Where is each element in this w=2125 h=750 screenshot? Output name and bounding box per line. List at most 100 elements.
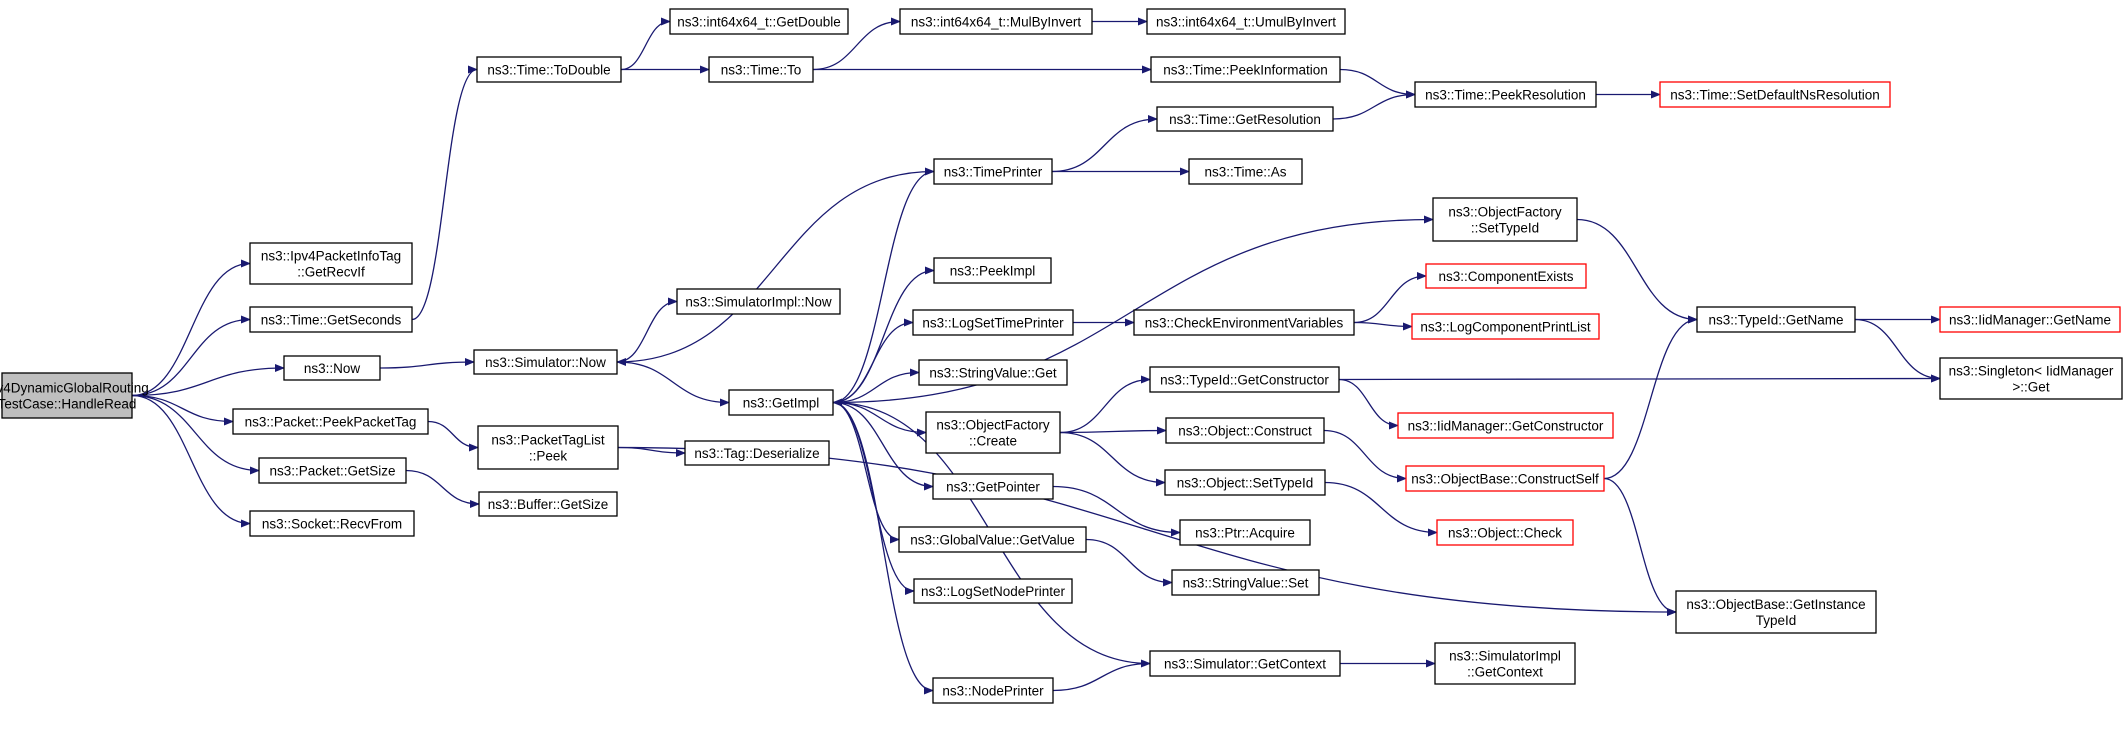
node-tidgetconstructor[interactable]: ns3::TypeId::GetConstructor [1149, 366, 1340, 393]
node-objcheck[interactable]: ns3::Object::Check [1436, 519, 1574, 546]
node-box[interactable] [477, 425, 619, 470]
node-box[interactable] [1149, 650, 1341, 677]
node-getrecvif[interactable]: ns3::Ipv4PacketInfoTag::GetRecvIf [249, 242, 413, 285]
node-box[interactable] [232, 408, 429, 435]
node-box[interactable] [1165, 417, 1325, 444]
node-simimplgetcontext[interactable]: ns3::SimulatorImpl::GetContext [1434, 642, 1576, 685]
node-buffergetsize[interactable]: ns3::Buffer::GetSize [478, 491, 618, 517]
node-box[interactable] [1675, 590, 1877, 634]
node-ofsettypeid[interactable]: ns3::ObjectFactory::SetTypeId [1432, 197, 1578, 242]
node-box[interactable] [899, 8, 1093, 35]
node-box[interactable] [898, 526, 1087, 553]
node-box[interactable] [1146, 8, 1346, 35]
node-box[interactable] [1659, 81, 1891, 108]
node-intgetdouble[interactable]: ns3::int64x64_t::GetDouble [669, 8, 849, 35]
node-logsettimeprinter[interactable]: ns3::LogSetTimePrinter [912, 309, 1074, 336]
node-componentexists[interactable]: ns3::ComponentExists [1425, 263, 1587, 289]
node-box[interactable] [933, 158, 1053, 185]
node-box[interactable] [1432, 197, 1578, 242]
node-ofcreate[interactable]: ns3::ObjectFactory::Create [925, 411, 1061, 454]
node-setdefaultnsres[interactable]: ns3::Time::SetDefaultNsResolution [1659, 81, 1891, 108]
node-box[interactable] [1, 372, 133, 419]
node-getsize[interactable]: ns3::Packet::GetSize [258, 457, 407, 484]
node-box[interactable] [1696, 306, 1856, 333]
node-now[interactable]: ns3::Now [283, 355, 381, 381]
node-box[interactable] [1397, 412, 1614, 439]
node-box[interactable] [1149, 366, 1340, 393]
node-checkenv[interactable]: ns3::CheckEnvironmentVariables [1133, 309, 1355, 336]
node-iidgetname[interactable]: ns3::IidManager::GetName [1939, 306, 2121, 333]
node-box[interactable] [1434, 642, 1576, 685]
node-box[interactable] [932, 677, 1054, 704]
node-simgetcontext[interactable]: ns3::Simulator::GetContext [1149, 650, 1341, 677]
node-peekimpl[interactable]: ns3::PeekImpl [933, 257, 1052, 284]
node-box[interactable] [1939, 306, 2121, 333]
node-box[interactable] [1156, 106, 1334, 132]
node-getseconds[interactable]: ns3::Time::GetSeconds [249, 306, 413, 333]
node-objsettypeid[interactable]: ns3::Object::SetTypeId [1164, 469, 1326, 496]
node-tidgetname[interactable]: ns3::TypeId::GetName [1696, 306, 1856, 333]
node-box[interactable] [1171, 569, 1320, 596]
node-timeto[interactable]: ns3::Time::To [708, 56, 814, 83]
node-box[interactable] [1179, 519, 1311, 546]
node-singletonget[interactable]: ns3::Singleton< IidManager>::Get [1939, 357, 2123, 400]
node-simimplnow[interactable]: ns3::SimulatorImpl::Now [676, 288, 841, 315]
node-logcompprintlist[interactable]: ns3::LogComponentPrintList [1411, 313, 1600, 340]
node-box[interactable] [1939, 357, 2123, 400]
node-box[interactable] [1133, 309, 1355, 336]
node-box[interactable] [1414, 81, 1597, 108]
node-getpointer[interactable]: ns3::GetPointer [932, 473, 1054, 500]
node-box[interactable] [918, 359, 1068, 386]
node-box[interactable] [476, 56, 622, 83]
node-peekinformation[interactable]: ns3::Time::PeekInformation [1150, 56, 1341, 83]
node-box[interactable] [1425, 263, 1587, 289]
node-root[interactable]: Ipv4DynamicGlobalRoutingTestCase::Handle… [0, 372, 149, 419]
node-simnow[interactable]: ns3::Simulator::Now [473, 349, 618, 375]
node-box[interactable] [1150, 56, 1341, 83]
node-logsetnodeprinter[interactable]: ns3::LogSetNodePrinter [913, 578, 1073, 604]
node-box[interactable] [1405, 465, 1605, 492]
node-box[interactable] [684, 440, 830, 466]
node-box[interactable] [478, 491, 618, 517]
node-box[interactable] [249, 242, 413, 285]
node-box[interactable] [669, 8, 849, 35]
node-stringvalueget[interactable]: ns3::StringValue::Get [918, 359, 1068, 386]
node-iidgetconstructor[interactable]: ns3::IidManager::GetConstructor [1397, 412, 1614, 439]
node-box[interactable] [258, 457, 407, 484]
node-box[interactable] [708, 56, 814, 83]
node-box[interactable] [676, 288, 841, 315]
node-umulbyinvert[interactable]: ns3::int64x64_t::UmulByInvert [1146, 8, 1346, 35]
node-box[interactable] [249, 306, 413, 333]
node-nodeprinter[interactable]: ns3::NodePrinter [932, 677, 1054, 704]
node-recvfrom[interactable]: ns3::Socket::RecvFrom [249, 510, 415, 537]
node-box[interactable] [1188, 158, 1303, 185]
node-getimpl[interactable]: ns3::GetImpl [728, 389, 834, 416]
node-box[interactable] [1411, 313, 1600, 340]
node-ptracquire[interactable]: ns3::Ptr::Acquire [1179, 519, 1311, 546]
node-timeas[interactable]: ns3::Time::As [1188, 158, 1303, 185]
node-box[interactable] [913, 578, 1073, 604]
node-box[interactable] [925, 411, 1061, 454]
node-ptlpeek[interactable]: ns3::PacketTagList::Peek [477, 425, 619, 470]
node-obconstructself[interactable]: ns3::ObjectBase::ConstructSelf [1405, 465, 1605, 492]
node-mulbyinvert[interactable]: ns3::int64x64_t::MulByInvert [899, 8, 1093, 35]
node-box[interactable] [283, 355, 381, 381]
node-todouble[interactable]: ns3::Time::ToDouble [476, 56, 622, 83]
node-tagdeserialize[interactable]: ns3::Tag::Deserialize [684, 440, 830, 466]
node-box[interactable] [912, 309, 1074, 336]
node-box[interactable] [1164, 469, 1326, 496]
node-box[interactable] [473, 349, 618, 375]
node-box[interactable] [1436, 519, 1574, 546]
node-peekresolution[interactable]: ns3::Time::PeekResolution [1414, 81, 1597, 108]
node-gvgetvalue[interactable]: ns3::GlobalValue::GetValue [898, 526, 1087, 553]
node-objconstruct[interactable]: ns3::Object::Construct [1165, 417, 1325, 444]
node-timeprinter[interactable]: ns3::TimePrinter [933, 158, 1053, 185]
node-box[interactable] [249, 510, 415, 537]
node-stringvalueset[interactable]: ns3::StringValue::Set [1171, 569, 1320, 596]
node-box[interactable] [933, 257, 1052, 284]
node-getresolution[interactable]: ns3::Time::GetResolution [1156, 106, 1334, 132]
node-peekpackettag[interactable]: ns3::Packet::PeekPacketTag [232, 408, 429, 435]
node-box[interactable] [932, 473, 1054, 500]
node-box[interactable] [728, 389, 834, 416]
